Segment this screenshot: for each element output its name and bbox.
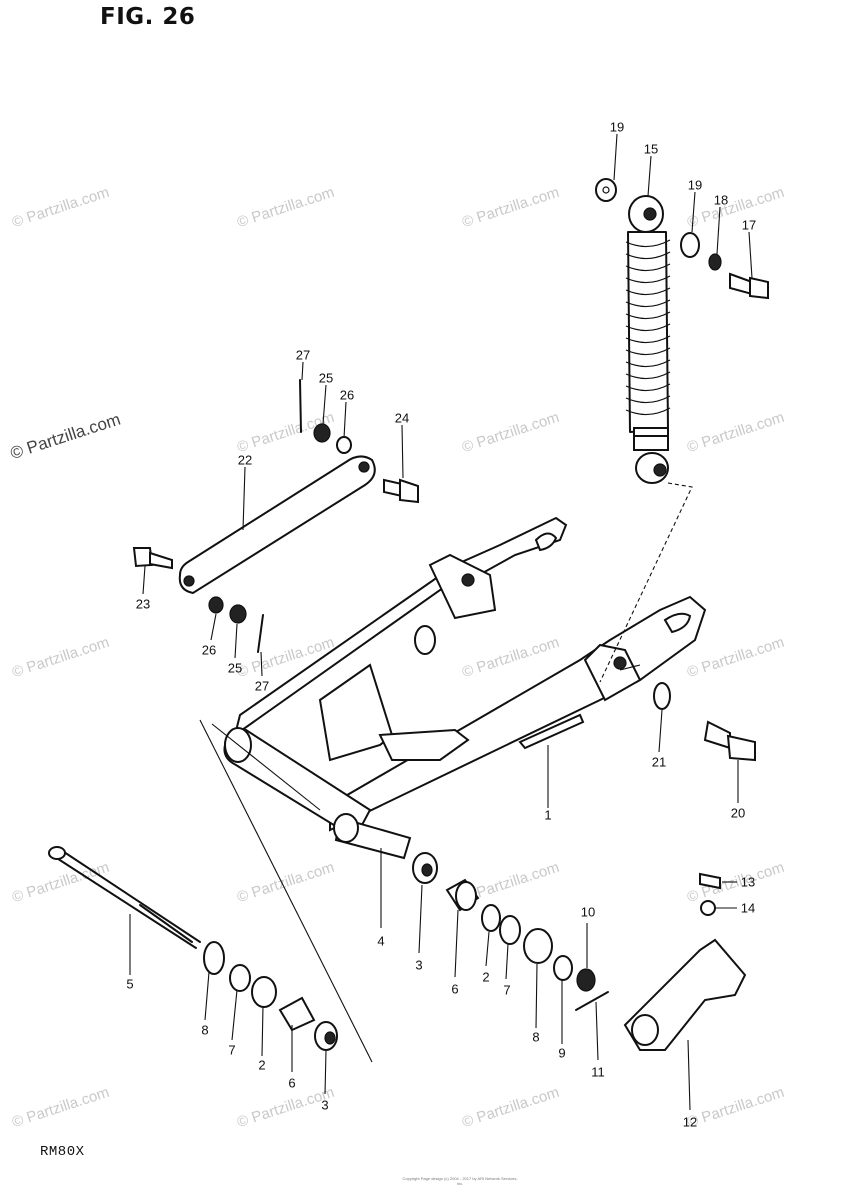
bolt-23[interactable] — [132, 547, 173, 570]
washer-7[interactable] — [499, 915, 521, 945]
washer-8[interactable] — [523, 928, 553, 964]
model-code: RM80X — [40, 1144, 85, 1160]
cotter-pin-27-lower[interactable] — [257, 614, 264, 653]
callout-7-right: 7 — [503, 982, 511, 998]
nut-10[interactable] — [576, 968, 596, 992]
bolt-20[interactable] — [703, 720, 756, 762]
callout-10: 10 — [580, 904, 596, 920]
figure-title: FIG. 26 — [100, 4, 196, 30]
callout-11: 11 — [591, 1064, 605, 1080]
callout-27-upper: 27 — [295, 347, 311, 363]
callout-15: 15 — [643, 141, 659, 157]
callout-6-left: 6 — [288, 1075, 296, 1091]
bolt-16[interactable] — [729, 272, 769, 300]
washer-7-left[interactable] — [229, 964, 251, 992]
callout-22: 22 — [237, 452, 253, 468]
washer-8-left[interactable] — [203, 941, 225, 975]
bushing-2[interactable] — [481, 904, 501, 932]
callout-20: 20 — [730, 805, 746, 821]
callout-6-right: 6 — [451, 981, 459, 997]
nut-14[interactable] — [700, 900, 716, 916]
callout-26-lower: 26 — [201, 642, 217, 658]
callout-21: 21 — [651, 754, 667, 770]
bushing-2-left[interactable] — [251, 976, 277, 1008]
washer-9[interactable] — [553, 955, 573, 981]
bolt-24[interactable] — [383, 478, 419, 504]
callout-3-left: 3 — [321, 1097, 329, 1113]
callout-12: 12 — [682, 1114, 698, 1130]
callout-24: 24 — [394, 410, 410, 426]
callout-17: 18 — [713, 192, 729, 208]
callout-4: 4 — [377, 933, 385, 949]
nut-25[interactable] — [313, 423, 331, 443]
callout-13: 13 — [740, 874, 756, 890]
callout-16: 17 — [741, 217, 757, 233]
washer-18[interactable] — [680, 232, 700, 258]
callout-2-right: 2 — [482, 969, 490, 985]
cotter-pin-11[interactable] — [575, 991, 609, 1011]
copyright-notice: Copyright Page design (c) 2004 - 2017 by… — [402, 1176, 518, 1186]
spacer-6-left[interactable] — [278, 996, 316, 1032]
washer-26-lower[interactable] — [208, 596, 224, 614]
nut-25-lower[interactable] — [229, 604, 247, 624]
callout-26-upper: 26 — [339, 387, 355, 403]
swing-arm-1[interactable] — [223, 516, 707, 860]
torque-rod-22[interactable] — [178, 455, 376, 595]
callout-1: 1 — [544, 807, 552, 823]
callout-5: 5 — [126, 976, 134, 992]
callout-3-right: 3 — [415, 957, 423, 973]
callout-18: 19 — [687, 177, 703, 193]
washer-26[interactable] — [336, 436, 352, 454]
cotter-pin-27[interactable] — [299, 379, 302, 433]
callout-8-left: 8 — [201, 1022, 209, 1038]
callout-8-right: 8 — [532, 1029, 540, 1045]
callout-9: 9 — [558, 1045, 566, 1061]
pivot-bolt-5[interactable] — [51, 854, 197, 949]
washer-19[interactable] — [595, 178, 617, 202]
callout-7-left: 7 — [228, 1042, 236, 1058]
washer-21[interactable] — [653, 682, 671, 710]
callout-19: 19 — [609, 119, 625, 135]
callout-23: 23 — [135, 596, 151, 612]
rear-shock-absorber[interactable] — [625, 195, 671, 484]
callout-14: 14 — [740, 900, 756, 916]
callout-25-lower: 25 — [227, 660, 243, 676]
nut-17[interactable] — [708, 253, 722, 271]
screw-13[interactable] — [699, 872, 721, 890]
callout-25-upper: 25 — [318, 370, 334, 386]
callout-27-lower: 27 — [254, 678, 270, 694]
callout-2-left: 2 — [258, 1057, 266, 1073]
